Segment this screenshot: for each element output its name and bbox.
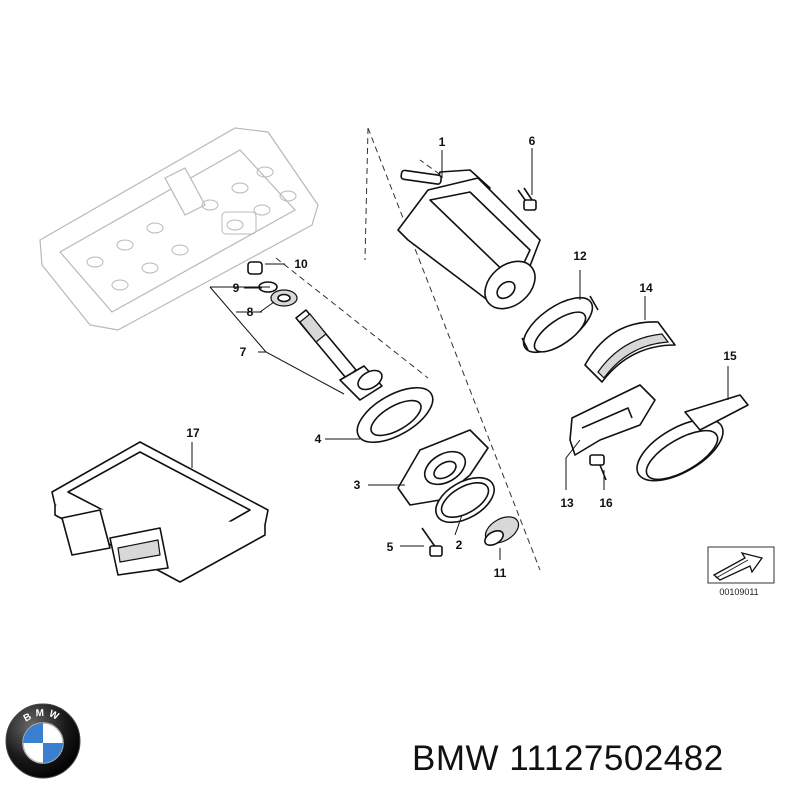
diagram-code: 00109011	[719, 587, 758, 597]
callout-14: 14	[639, 281, 653, 295]
part-6-screw	[517, 187, 537, 211]
callout-4: 4	[315, 432, 322, 446]
part-16-bolt	[589, 454, 607, 481]
part-11-nut	[484, 516, 520, 547]
part-7-shaft	[295, 309, 383, 401]
callout-15: 15	[723, 349, 737, 363]
part-2-oring	[435, 476, 495, 524]
dashed-guide-lines	[275, 127, 541, 571]
callout-5: 5	[387, 540, 394, 554]
footer-part-number: BMW 11127502482	[412, 739, 724, 778]
part-17-control-unit	[51, 441, 269, 583]
callout-3: 3	[354, 478, 361, 492]
callout-11: 11	[494, 566, 507, 580]
callout-7: 7	[240, 345, 247, 359]
leader-lines	[191, 148, 729, 560]
part-13-bracket	[569, 384, 656, 456]
part-5-bolt	[421, 527, 443, 557]
callout-6: 6	[529, 134, 536, 148]
part-4-gasket	[356, 386, 434, 444]
part-8-bearing	[270, 289, 298, 307]
callout-2: 2	[456, 538, 463, 552]
callout-12: 12	[573, 249, 587, 263]
cylinder-head-cover-ghost	[39, 127, 319, 331]
part-15-clamp	[636, 394, 749, 482]
part-1-motor	[397, 169, 541, 310]
part-3-flange	[397, 429, 489, 506]
callout-17: 17	[186, 426, 200, 440]
callout-16: 16	[599, 496, 613, 510]
callout-10: 10	[294, 257, 308, 271]
callout-8: 8	[247, 305, 254, 319]
bmw-logo: BMW	[5, 703, 81, 779]
part-10-sleeve	[247, 261, 263, 275]
callout-13: 13	[560, 496, 574, 510]
orientation-arrow-box	[707, 546, 775, 584]
callout-1: 1	[439, 135, 446, 149]
part-12-ring	[521, 295, 599, 354]
callout-9: 9	[233, 281, 240, 295]
part-14-shell	[584, 321, 676, 383]
